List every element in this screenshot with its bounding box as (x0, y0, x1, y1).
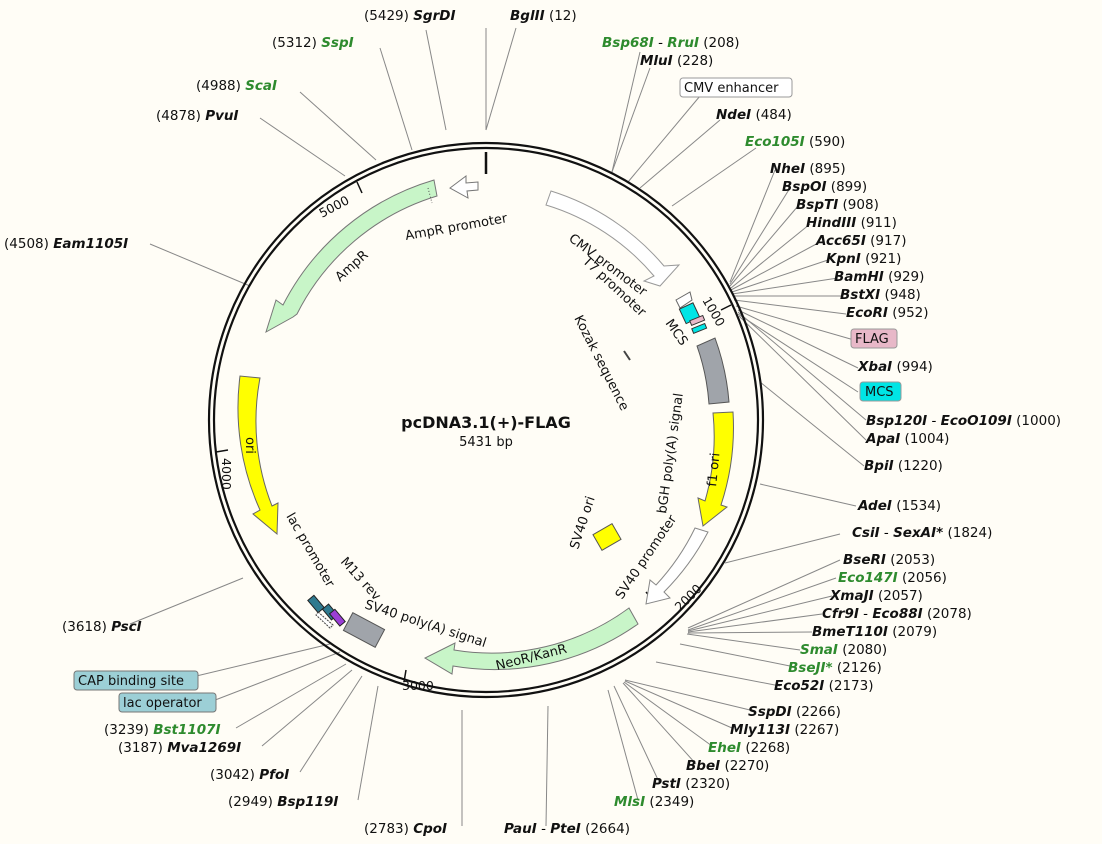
tick-label-3000: 3000 (402, 678, 434, 693)
site-cpoi: (2783) CpoI (364, 821, 447, 837)
kozak-mark (623, 350, 631, 361)
site-ecori: EcoRI (952) (846, 305, 929, 321)
flag-block (689, 314, 706, 327)
site-csii: CsiI - SexAI* (1824) (852, 525, 992, 541)
t7-promoter-arrow (675, 291, 693, 309)
leader-lines (129, 27, 867, 827)
site-psti: PstI (2320) (652, 776, 730, 792)
label-sv40-polya: SV40 poly(A) signal (363, 598, 488, 651)
lac-operator-label: lac operator (123, 696, 202, 711)
site-bseji: BseJI* (2126) (788, 660, 882, 676)
label-lac-promoter: lac promoter (283, 511, 338, 591)
tick-label-4000: 4000 (219, 458, 234, 490)
site-eco52i: Eco52I (2173) (774, 678, 874, 694)
label-f1-ori: f1 ori (705, 452, 723, 487)
site-mlsi: MlsI (2349) (614, 794, 694, 810)
site-mly113i: Mly113I (2267) (730, 722, 839, 738)
cmv-enhancer-label: CMV enhancer (684, 81, 779, 96)
label-ori: ori (242, 437, 257, 454)
site-bglii: BglII (12) (510, 8, 577, 24)
site-eam1105i: (4508) Eam1105I (4, 236, 128, 252)
m13rev-block (328, 608, 346, 627)
mcs-label: MCS (865, 385, 894, 400)
site-mva1269i: (3187) Mva1269I (118, 740, 241, 756)
lac-operator-box: lac operator (118, 692, 217, 713)
neo-kanr-arrow (423, 607, 639, 675)
label-neo-kanr: NeoR/KanR (494, 642, 568, 674)
site-ndei: NdeI (484) (716, 107, 792, 123)
plasmid-size: 5431 bp (459, 435, 513, 450)
plasmid-name: pcDNA3.1(+)-FLAG (401, 413, 571, 432)
cap-site-block (307, 594, 325, 614)
ampr-promoter-arrow (449, 175, 479, 199)
site-bpii: BpiI (1220) (864, 458, 943, 474)
site-mlui: MluI (228) (640, 53, 713, 69)
label-m13-rev: M13 rev (337, 555, 384, 604)
site-eco147i: Eco147I (2056) (838, 570, 947, 586)
site-acc65i: Acc65I (917) (815, 233, 906, 249)
cap-site-box: CAP binding site (73, 670, 199, 691)
site-bmet110i: BmeT110I (2079) (812, 624, 937, 640)
lac-promoter-arrow (315, 611, 334, 629)
backbone-inner (212, 146, 760, 694)
cap-site-label: CAP binding site (78, 674, 184, 689)
label-sv40-ori: SV40 ori (568, 495, 599, 552)
site-eco105i: Eco105I (590) (745, 134, 845, 150)
site-nhei: NheI (895) (770, 161, 846, 177)
site-kpni: KpnI (921) (826, 251, 901, 267)
site-bsp119i: (2949) Bsp119I (228, 794, 338, 810)
site-smai: SmaI (2080) (800, 642, 887, 658)
site-sspi: (5312) SspI (272, 35, 354, 51)
ori-arrow (237, 375, 279, 536)
label-ampr-promoter: AmpR promoter (404, 211, 509, 244)
site-xmaji: XmaJI (2057) (829, 588, 923, 604)
site-hindiii: HindIII (911) (806, 215, 897, 231)
sv40-ori-block (592, 523, 622, 551)
site-bbei: BbeI (2270) (686, 758, 769, 774)
sv40-polya-block (342, 612, 386, 648)
cmv-enhancer-box: CMV enhancer (679, 77, 793, 98)
label-bgh-polya: bGH poly(A) signal (655, 392, 687, 514)
mcs-box: MCS (859, 381, 902, 402)
site-scai: (4988) ScaI (196, 78, 277, 94)
site-bsp68i: Bsp68I - RruI (208) (602, 35, 740, 51)
site-bamhi: BamHI (929) (834, 269, 924, 285)
site-bstxi: BstXI (948) (840, 287, 921, 303)
ampr-arrow (265, 179, 438, 334)
cmv-promoter-arrow (545, 190, 681, 287)
label-sv40-promoter: SV40 promoter (613, 512, 681, 602)
backbone-outer (207, 141, 765, 699)
site-sgrdi: (5429) SgrDI (364, 8, 455, 24)
site-paui: PauI - PteI (2664) (504, 821, 630, 837)
site-sspdi: SspDI (2266) (748, 704, 841, 720)
site-psci: (3618) PscI (62, 619, 142, 635)
site-bst1107i: (3239) Bst1107I (104, 722, 221, 738)
f1-ori-arrow (697, 411, 734, 527)
site-bsp120i: Bsp120I - EcoO109I (1000) (866, 413, 1061, 429)
site-bseri: BseRI (2053) (843, 552, 935, 568)
label-kozak: Kozak sequence (570, 313, 631, 413)
site-adei: AdeI (1534) (857, 498, 941, 514)
site-bspti: BspTI (908) (796, 197, 879, 213)
site-xbai: XbaI (994) (857, 359, 933, 375)
site-pfoi: (3042) PfoI (210, 767, 289, 783)
sv40-promoter-arrow (645, 527, 709, 605)
site-apai: ApaI (1004) (865, 431, 949, 447)
site-cfr9i: Cfr9I - Eco88I (2078) (822, 606, 972, 622)
site-ehei: EheI (2268) (708, 740, 790, 756)
site-pvui: (4878) PvuI (156, 108, 239, 124)
bgh-polya-block (696, 337, 730, 405)
flag-block-2 (691, 322, 708, 335)
flag-label: FLAG (855, 332, 889, 347)
flag-box: FLAG (850, 328, 898, 349)
site-bspoi: BspOI (899) (782, 179, 867, 195)
ampr-dotted (427, 187, 433, 204)
